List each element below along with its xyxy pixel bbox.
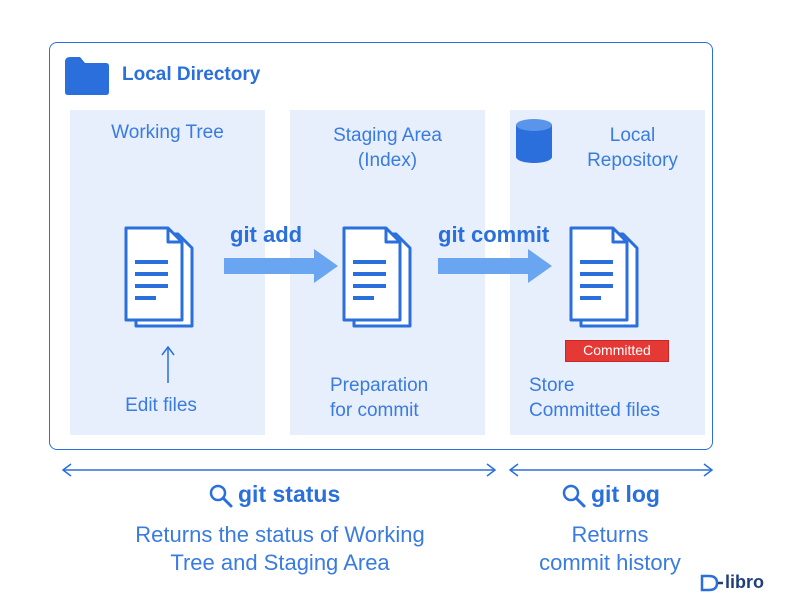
store-note: Store	[529, 375, 575, 396]
status-description-line1: Returns the status of Working	[135, 522, 425, 547]
brand-logo: libro	[725, 572, 764, 592]
search-icon	[209, 484, 233, 508]
edit-files-note: Edit files	[125, 395, 197, 416]
git-add-arrow	[224, 249, 338, 283]
d-libro-logo-icon	[700, 574, 723, 592]
for-commit-note: for commit	[330, 400, 419, 421]
staging-area-sublabel: (Index)	[357, 150, 418, 171]
git-log-label: git log	[591, 481, 660, 507]
status-description-line2: Tree and Staging Area	[170, 550, 390, 575]
preparation-note: Preparation	[330, 375, 429, 396]
log-description-line2: commit history	[539, 550, 681, 575]
edit-up-arrow	[161, 345, 175, 383]
committed-files-icon	[569, 226, 639, 328]
working-files-icon	[124, 226, 194, 328]
committed-badge: Committed	[565, 340, 669, 362]
folder-icon	[65, 57, 109, 95]
log-range-arrow	[508, 463, 714, 477]
committed-files-note: Committed files	[529, 400, 660, 421]
staging-area-label: Staging Area	[333, 125, 442, 146]
directory-title: Local Directory	[122, 64, 261, 85]
git-add-label: git add	[230, 222, 303, 247]
git-commit-label: git commit	[438, 222, 550, 247]
local-repository-label: Local	[609, 125, 656, 146]
git-status-label: git status	[238, 481, 341, 507]
git-commit-arrow	[438, 249, 552, 283]
local-directory-frame	[49, 42, 713, 450]
log-description-line1: Returns	[571, 522, 649, 547]
staged-files-icon	[342, 226, 412, 328]
search-icon	[562, 484, 586, 508]
database-icon	[516, 119, 552, 163]
status-range-arrow	[61, 463, 497, 477]
working-tree-label: Working Tree	[111, 122, 224, 143]
local-repository-sublabel: Repository	[587, 150, 678, 171]
